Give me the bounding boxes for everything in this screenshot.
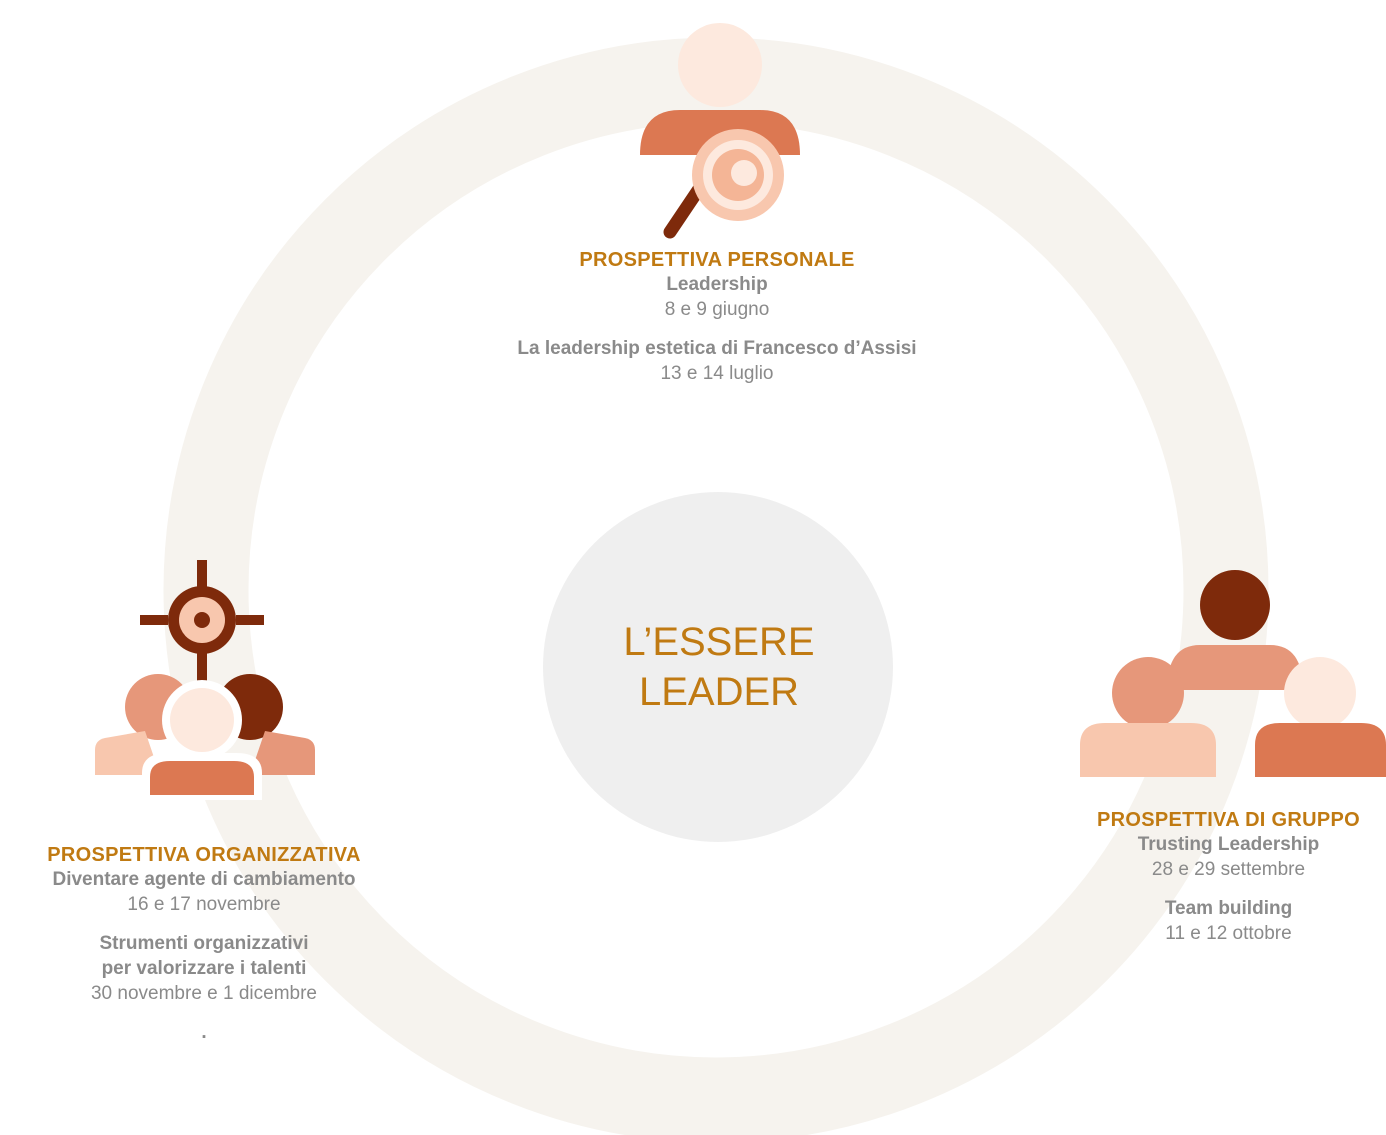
course-title: Diventare agente di cambiamento <box>52 869 356 890</box>
center-title: L’ESSERE LEADER <box>544 617 894 717</box>
center-title-line1: L’ESSERE <box>623 620 815 664</box>
center-title-line2: LEADER <box>638 670 800 714</box>
course-dates: 28 e 29 settembre <box>1151 859 1306 880</box>
gruppo-heading: PROSPETTIVA DI GRUPPO <box>1097 809 1360 831</box>
personale-block: PROSPETTIVA PERSONALE Leadership 8 e 9 g… <box>430 248 1004 386</box>
course-title: Team building <box>1164 898 1293 919</box>
team-target-icon <box>95 560 315 800</box>
course-title: Leadership <box>666 274 768 295</box>
course-dates: 30 novembre e 1 dicembre <box>90 983 317 1004</box>
gruppo-block: PROSPETTIVA DI GRUPPO Trusting Leadershi… <box>1071 808 1386 946</box>
course-dates: 16 e 17 novembre <box>127 894 281 915</box>
course-title: per valorizzare i talenti <box>101 958 307 979</box>
course-dates: 11 e 12 ottobre <box>1165 923 1292 944</box>
trailing-dot: . <box>201 1022 207 1043</box>
course-title: Strumenti organizzativi <box>99 933 309 954</box>
course-title: La leadership estetica di Francesco d’As… <box>517 338 917 359</box>
organizzativa-heading: PROSPETTIVA ORGANIZZATIVA <box>47 844 361 866</box>
course-dates: 13 e 14 luglio <box>660 363 774 384</box>
course-dates: 8 e 9 giugno <box>664 299 770 320</box>
group-of-three-icon <box>1080 570 1386 777</box>
organizzativa-block: PROSPETTIVA ORGANIZZATIVA Diventare agen… <box>0 843 408 1045</box>
personale-heading: PROSPETTIVA PERSONALE <box>579 249 855 271</box>
course-title: Trusting Leadership <box>1137 834 1320 855</box>
center-disc <box>543 492 893 842</box>
person-magnifier-icon <box>640 23 800 239</box>
